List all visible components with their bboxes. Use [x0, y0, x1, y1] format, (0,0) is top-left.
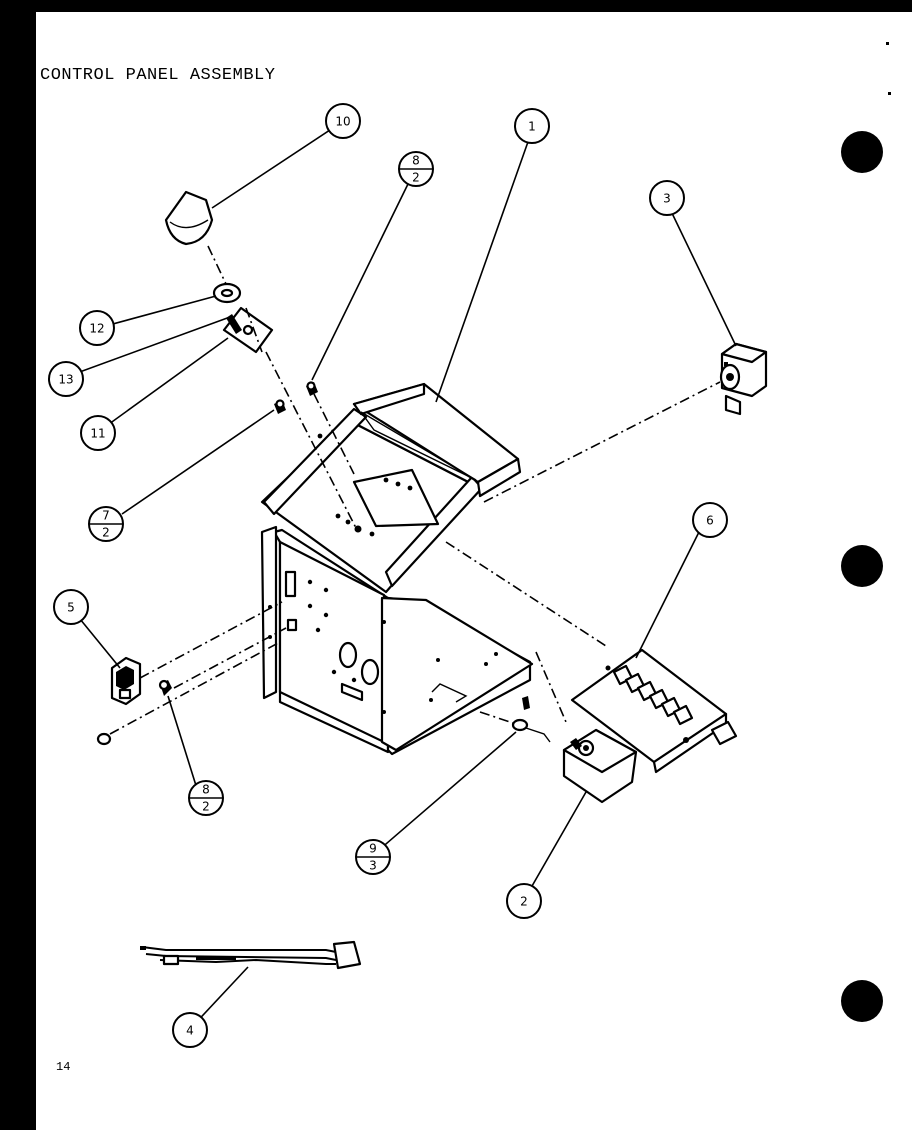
screw-part-7	[274, 399, 286, 414]
callout-13: 13	[48, 361, 84, 397]
callout-10: 10	[325, 103, 361, 139]
svg-text:7: 7	[102, 509, 110, 523]
callout-12: 12	[79, 310, 115, 346]
rocker-switch-part-5	[110, 656, 142, 706]
assembly-center-lines	[109, 245, 721, 735]
control-panel-housing	[260, 382, 534, 756]
wire-harness-part-4	[140, 940, 362, 970]
svg-text:13: 13	[58, 373, 73, 387]
grommet	[96, 732, 112, 746]
screw-part-13	[226, 314, 242, 334]
speck	[888, 92, 891, 95]
callout-1: 1	[514, 108, 550, 144]
svg-text:2: 2	[412, 171, 420, 185]
svg-text:3: 3	[369, 859, 377, 873]
callout-8-over-2-lower: 8 2	[188, 780, 224, 816]
svg-text:1: 1	[528, 120, 536, 134]
svg-text:12: 12	[89, 322, 104, 336]
svg-text:10: 10	[335, 115, 350, 129]
exploded-parts-diagram: CONTROL PANEL ASSEMBLY 14	[40, 42, 891, 1074]
callout-5: 5	[53, 589, 89, 625]
callout-4: 4	[172, 1012, 208, 1048]
binder-hole-middle	[841, 545, 883, 587]
svg-text:8: 8	[202, 783, 210, 797]
svg-text:3: 3	[663, 192, 671, 206]
callout-2: 2	[506, 883, 542, 919]
page-title: CONTROL PANEL ASSEMBLY	[40, 66, 275, 85]
callout-7-over-2: 7 2	[88, 506, 124, 542]
callout-11: 11	[80, 415, 116, 451]
binder-hole-bottom	[841, 980, 883, 1022]
leader-lines	[65, 125, 737, 1030]
svg-text:9: 9	[369, 842, 377, 856]
svg-text:6: 6	[706, 514, 714, 528]
page-number: 14	[56, 1060, 70, 1074]
drawing-sheet: CONTROL PANEL ASSEMBLY 14	[36, 12, 912, 1130]
screw-part-8-upper	[306, 381, 318, 396]
svg-text:2: 2	[520, 895, 528, 909]
binder-hole-top	[841, 131, 883, 173]
svg-text:4: 4	[186, 1024, 194, 1038]
thermostat-part-2	[562, 728, 638, 804]
knob-part-10	[164, 190, 214, 246]
svg-text:2: 2	[202, 800, 210, 814]
callout-6: 6	[692, 502, 728, 538]
board-buttons	[612, 664, 694, 726]
screw-part-9	[511, 696, 551, 743]
speck	[886, 42, 889, 45]
switch-part-3	[719, 342, 768, 416]
svg-text:5: 5	[67, 601, 75, 615]
washer-part-12	[212, 282, 242, 304]
callout-8-over-2-upper: 8 2	[398, 151, 434, 187]
control-board-part-6	[570, 648, 738, 774]
callout-3: 3	[649, 180, 685, 216]
svg-text:2: 2	[102, 526, 110, 540]
plate-part-11	[222, 306, 274, 354]
svg-text:11: 11	[90, 427, 105, 441]
svg-text:8: 8	[412, 154, 420, 168]
screw-part-8-lower	[158, 679, 172, 696]
callout-9-over-3: 9 3	[355, 839, 391, 875]
